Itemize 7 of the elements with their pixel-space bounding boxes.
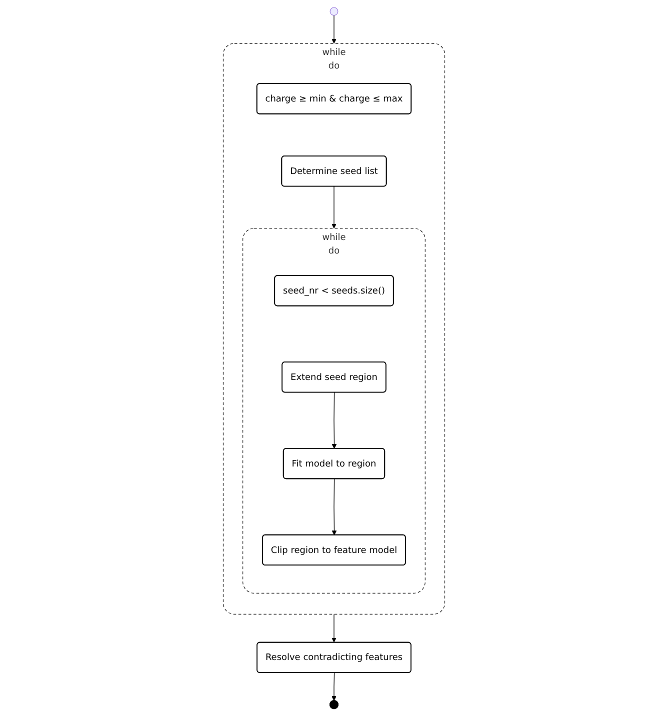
- arrow: [331, 185, 336, 228]
- arrow: [331, 478, 336, 535]
- arrow: [331, 672, 336, 700]
- node-circle: [329, 6, 338, 16]
- arrow: [331, 14, 336, 44]
- arrow: [331, 613, 336, 642]
- arrow: [331, 392, 336, 448]
